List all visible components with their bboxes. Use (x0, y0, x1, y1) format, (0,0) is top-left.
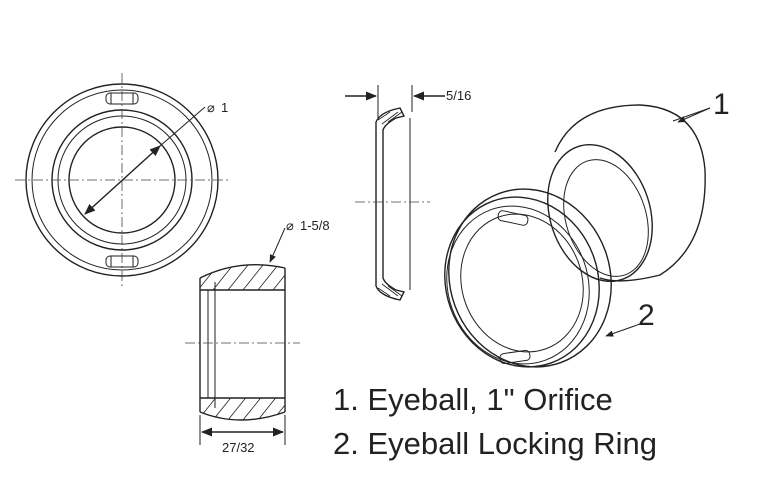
locking-ring-isometric: 2 (444, 188, 655, 368)
parts-legend: 1. Eyeball, 1" Orifice 2. Eyeball Lockin… (333, 382, 657, 461)
legend-item-1: 1. Eyeball, 1" Orifice (333, 382, 613, 417)
eyeball-front-view: ⌀ 1 (15, 73, 229, 287)
eyeball-section-view: ⌀ 1-5/8 27/32 (185, 218, 330, 455)
callout-part-2: 2 (638, 299, 655, 332)
eyeball-width-value: 27/32 (222, 440, 255, 455)
locking-ring-section-view: 5/16 (345, 85, 471, 301)
ring-diameter-dim: ⌀ (286, 218, 294, 233)
eyeball-diameter-value: 1 (221, 100, 228, 115)
ring-thickness-value: 5/16 (446, 88, 471, 103)
ring-diameter-value: 1-5/8 (300, 218, 330, 233)
eyeball-isometric: 1 (547, 88, 730, 283)
legend-item-2: 2. Eyeball Locking Ring (333, 426, 657, 461)
callout-part-1: 1 (713, 88, 730, 121)
eyeball-diameter-dim: ⌀ (207, 100, 215, 115)
